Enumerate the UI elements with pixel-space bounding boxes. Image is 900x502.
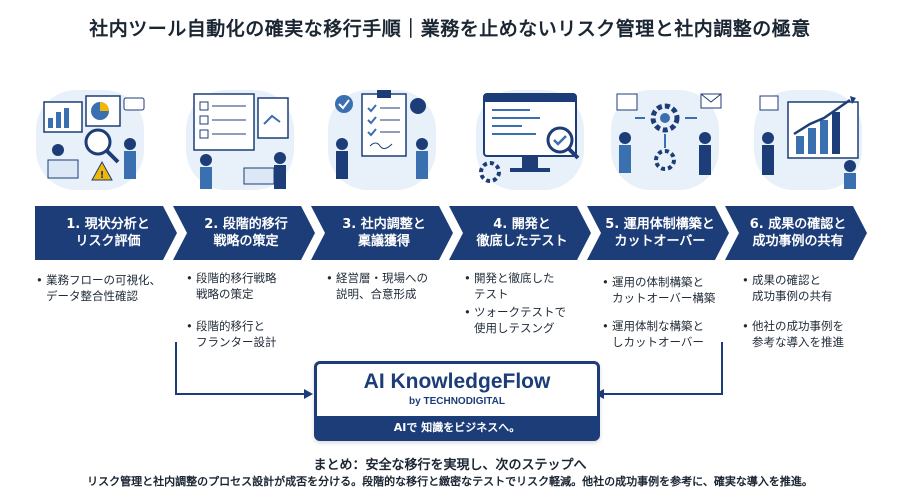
- step-6-bullet-1: 成果の確認と 成功事例の共有: [742, 272, 833, 304]
- results-illustration: [748, 84, 868, 200]
- left-arrow-head: [304, 389, 313, 399]
- illustration-row: !: [30, 84, 880, 200]
- page-title: 社内ツール自動化の確実な移行手順｜業務を止めないリスク管理と社内調整の極意: [89, 18, 811, 40]
- approval-illustration: [322, 84, 442, 200]
- process-steps: 1. 現状分析と リスク評価 2. 段階的移行 戦略の策定 3. 社内調整と 稟…: [35, 206, 867, 260]
- step-1-bullet-1: 業務フローの可視化、 データ整合性確認: [36, 272, 161, 304]
- step-4-bullet-1: 開発と徹底した テスト: [464, 270, 555, 302]
- summary-text: リスク管理と社内調整のプロセス設計が成否を分ける。段階的な移行と緻密なテストでリ…: [87, 475, 813, 488]
- summary-title: まとめ：安全な移行を実現し、次のステップへ: [313, 458, 587, 473]
- testing-illustration: [470, 84, 590, 200]
- step-5-bullet-2: 運用体制な構築と しカットオーバー: [602, 318, 704, 350]
- step-1-chevron: 1. 現状分析と リスク評価: [35, 206, 177, 260]
- step-6-bullet-2: 他社の成功事例を 参考な導入を推進: [742, 318, 844, 350]
- step-3-chevron: 3. 社内調整と 稟議獲得: [311, 206, 453, 260]
- step-5-chevron: 5. 運用体制構築と カットオーバー: [587, 206, 729, 260]
- brand-logo: AI KnowledgeFlow by TECHNODIGITAL AIで 知識…: [314, 361, 600, 441]
- strategy-illustration: [180, 84, 300, 200]
- step-2-bullet-1: 段階的移行戦略 戦略の策定: [186, 270, 277, 302]
- step-6-chevron: 6. 成果の確認と 成功事例の共有: [725, 206, 867, 260]
- step-3-bullet-1: 経営層・現場への 説明、合意形成: [326, 270, 428, 302]
- step-4-chevron: 4. 開発と 徹底したテスト: [449, 206, 591, 260]
- logo-name: AI KnowledgeFlow: [363, 370, 551, 393]
- logo-tagline: AIで 知識をビジネスへ。: [317, 416, 597, 438]
- logo-byline: by TECHNODIGITAL: [409, 396, 505, 407]
- svg-text:!: !: [100, 170, 105, 181]
- step-2-chevron: 2. 段階的移行 戦略の策定: [173, 206, 315, 260]
- step-5-bullet-1: 運用の体制構築と カットオーバー構築: [602, 274, 715, 306]
- analysis-illustration: !: [30, 84, 150, 200]
- step-2-bullet-2: 段階的移行と フランター設計: [186, 318, 277, 350]
- step-4-bullet-2: ツォークテストで 使用しテスング: [464, 304, 566, 336]
- operations-illustration: [605, 84, 725, 200]
